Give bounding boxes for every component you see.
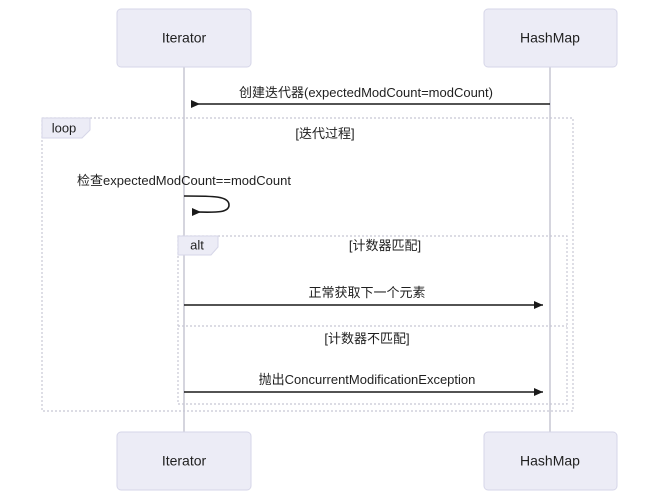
alt-frame-else-condition: [计数器不匹配] bbox=[324, 331, 409, 346]
loop-frame-tag-label: loop bbox=[52, 120, 77, 135]
participant-iterator-top-label: Iterator bbox=[162, 30, 207, 46]
alt-frame-tag-label: alt bbox=[190, 237, 204, 252]
message-get-next-element: 正常获取下一个元素 bbox=[184, 285, 543, 309]
participant-iterator-bottom[interactable]: Iterator bbox=[116, 431, 252, 491]
message-check-modcount-arrow bbox=[183, 195, 230, 216]
loop-frame-border bbox=[41, 117, 574, 412]
message-throw-cme: 抛出ConcurrentModificationException bbox=[184, 372, 543, 396]
participant-hashmap-bottom[interactable]: HashMap bbox=[483, 431, 618, 491]
message-check-modcount-label: 检查expectedModCount==modCount bbox=[77, 173, 291, 188]
participant-hashmap-bottom-box[interactable] bbox=[483, 431, 618, 491]
participant-hashmap-bottom-label: HashMap bbox=[520, 453, 580, 469]
message-throw-cme-label: 抛出ConcurrentModificationException bbox=[259, 372, 476, 387]
participant-hashmap-top[interactable]: HashMap bbox=[483, 8, 618, 68]
alt-frame-condition: [计数器匹配] bbox=[349, 238, 421, 253]
message-get-next-element-label: 正常获取下一个元素 bbox=[308, 285, 425, 300]
participant-iterator-bottom-box[interactable] bbox=[116, 431, 252, 491]
alt-frame-border bbox=[177, 235, 568, 405]
loop-frame-condition: [迭代过程] bbox=[295, 126, 354, 141]
participant-iterator-bottom-label: Iterator bbox=[162, 453, 207, 469]
alt-frame-tag-shape bbox=[177, 235, 219, 256]
message-create-iterator-label: 创建迭代器(expectedModCount=modCount) bbox=[239, 85, 493, 100]
message-check-modcount: 检查expectedModCount==modCount bbox=[77, 173, 291, 216]
loop-frame-tag-shape bbox=[41, 117, 91, 139]
loop-frame: loop [迭代过程] bbox=[41, 117, 574, 412]
participant-iterator-top-box[interactable] bbox=[116, 8, 252, 68]
message-create-iterator: 创建迭代器(expectedModCount=modCount) bbox=[191, 85, 550, 108]
participant-iterator-top[interactable]: Iterator bbox=[116, 8, 252, 68]
alt-frame: alt [计数器匹配] [计数器不匹配] bbox=[177, 235, 568, 405]
participant-hashmap-top-label: HashMap bbox=[520, 30, 580, 46]
participant-hashmap-top-box[interactable] bbox=[483, 8, 618, 68]
